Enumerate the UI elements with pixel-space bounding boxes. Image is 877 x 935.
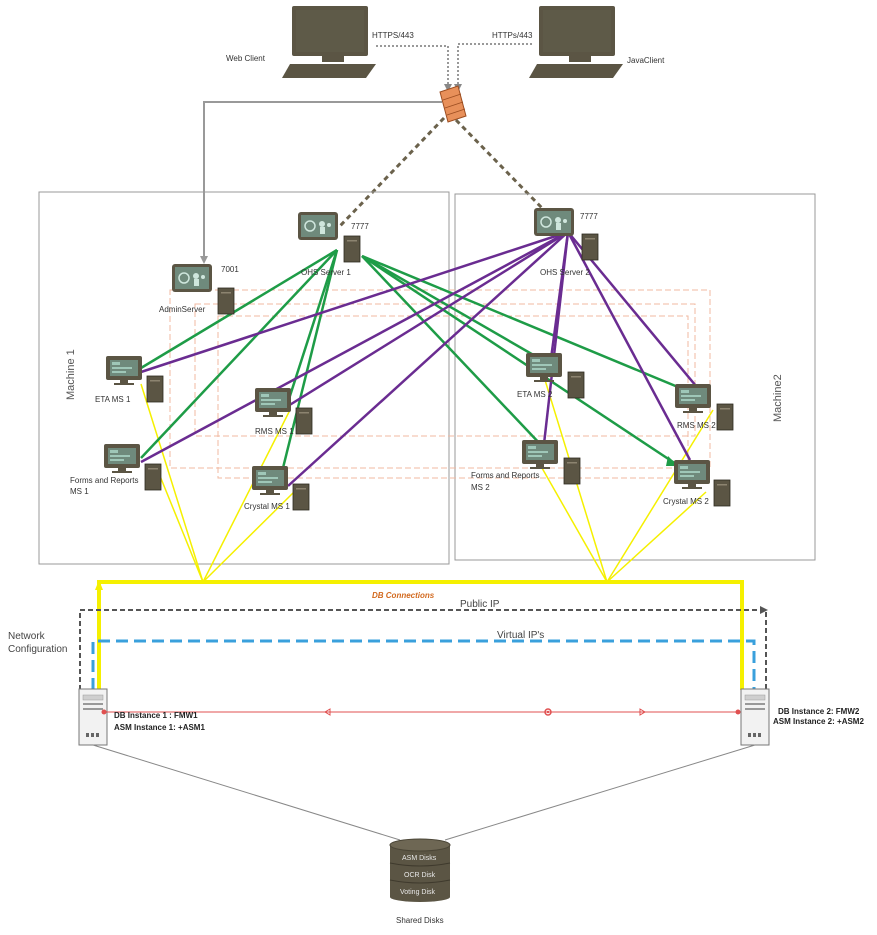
public-ip-line bbox=[79, 609, 767, 690]
disk-ocr-label: OCR Disk bbox=[404, 872, 436, 879]
db-connections-label: DB Connections bbox=[372, 591, 435, 600]
disk-voting-label: Voting Disk bbox=[400, 889, 436, 896]
db-instance2-line1: DB Instance 2: FMW2 bbox=[778, 707, 860, 716]
admin-label: AdminServer bbox=[159, 305, 206, 314]
ohs2-label: OHS Server 2 bbox=[540, 268, 590, 277]
ohs1-port: 7777 bbox=[351, 222, 369, 231]
admin-port: 7001 bbox=[221, 265, 239, 274]
machine1-title: Machine 1 bbox=[65, 349, 77, 400]
disk-asm-label: ASM Disks bbox=[402, 855, 437, 862]
public-ip-label: Public IP bbox=[460, 599, 500, 610]
crystal-ms1-label: Crystal MS 1 bbox=[244, 502, 290, 511]
https-left-label: HTTPS/443 bbox=[372, 31, 414, 40]
eta-ms1-label: ETA MS 1 bbox=[95, 395, 131, 404]
forms-ms1-label-1: Forms and Reports bbox=[70, 476, 138, 485]
java-client-label: JavaClient bbox=[627, 56, 665, 65]
forms-ms2-label-1: Forms and Reports bbox=[471, 471, 539, 480]
shared-disks-caption: Shared Disks bbox=[396, 916, 444, 925]
rms-ms1-label: RMS MS 1 bbox=[255, 427, 294, 436]
forms-ms2-label-2: MS 2 bbox=[471, 483, 490, 492]
db-instance1-line1: DB Instance 1 : FMW1 bbox=[114, 711, 198, 720]
green-connections bbox=[140, 248, 691, 473]
db-instance1-line2: ASM Instance 1: +ASM1 bbox=[114, 723, 205, 732]
db-server-2-icon bbox=[740, 688, 770, 746]
eta-ms2-label: ETA MS 2 bbox=[517, 390, 553, 399]
network-config-label-1: Network bbox=[8, 631, 46, 642]
client-firewall-connectors bbox=[376, 43, 532, 88]
db2-storage-line bbox=[444, 744, 756, 841]
machine2-title: Machine2 bbox=[772, 374, 784, 422]
shared-disks-icon bbox=[389, 838, 451, 902]
admin-route-line bbox=[203, 101, 442, 258]
machine1-box bbox=[38, 191, 450, 565]
ohs1-label: OHS Server 1 bbox=[301, 268, 351, 277]
https-right-label: HTTPs/443 bbox=[492, 31, 533, 40]
virtual-ips-line bbox=[91, 639, 756, 690]
yellow-db-lines bbox=[140, 379, 714, 583]
virtual-ips-label: Virtual IP's bbox=[497, 630, 544, 641]
rms-ms2-label: RMS MS 2 bbox=[677, 421, 716, 430]
db-connections-line bbox=[97, 580, 744, 690]
db-server-1-icon bbox=[78, 688, 108, 746]
web-client-monitor-icon bbox=[282, 6, 376, 78]
web-client-label: Web Client bbox=[226, 54, 266, 63]
db-instance2-line2: ASM Instance 2: +ASM2 bbox=[773, 717, 864, 726]
network-config-label-2: Configuration bbox=[8, 644, 67, 655]
ohs2-port: 7777 bbox=[580, 212, 598, 221]
firewall-to-ohs1-line bbox=[338, 116, 446, 228]
java-client-monitor-icon bbox=[529, 6, 623, 78]
machine2-box bbox=[454, 193, 816, 561]
db1-storage-line bbox=[92, 744, 401, 841]
purple-connections bbox=[140, 230, 697, 487]
forms-ms1-label-2: MS 1 bbox=[70, 487, 89, 496]
crystal-ms2-label: Crystal MS 2 bbox=[663, 497, 709, 506]
firewall-to-ohs2-line bbox=[454, 118, 544, 210]
cluster-outlines bbox=[169, 289, 711, 479]
firewall-icon bbox=[439, 85, 467, 123]
